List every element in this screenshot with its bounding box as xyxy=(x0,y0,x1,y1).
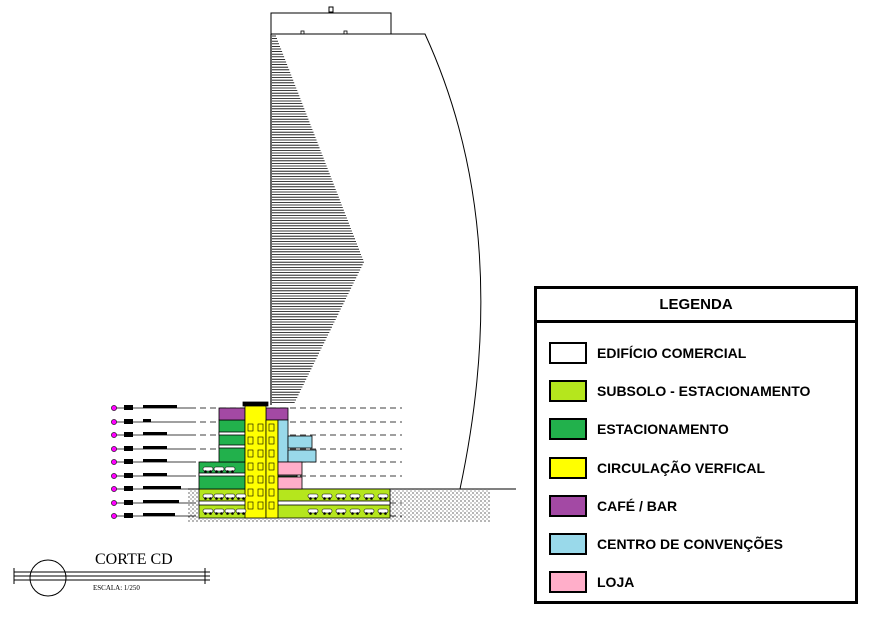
legend-label: CIRCULAÇÃO VERFICAL xyxy=(597,460,765,476)
legend-item: ESTACIONAMENTO xyxy=(549,417,729,441)
legend-label: LOJA xyxy=(597,574,635,590)
legend-item: LOJA xyxy=(549,570,634,594)
legend-item: CAFÉ / BAR xyxy=(549,494,677,518)
legend-swatch xyxy=(549,571,587,593)
legend-swatch xyxy=(549,495,587,517)
legend-label: SUBSOLO - ESTACIONAMENTO xyxy=(597,383,811,399)
legend-swatch xyxy=(549,457,587,479)
cafe-bar-block-2 xyxy=(265,407,289,421)
cafe-bar-block xyxy=(218,407,246,421)
legend-item: CENTRO DE CONVENÇÕES xyxy=(549,532,783,556)
legend-swatch xyxy=(549,342,587,364)
legend-box: LEGENDA EDIFÍCIO COMERCIAL SUBSOLO - ESTA… xyxy=(534,286,858,604)
commercial-tower xyxy=(270,6,482,490)
section-title-block: CORTE CD ESCALA: 1/250 xyxy=(10,548,220,600)
tower-facade-louvers xyxy=(272,35,364,404)
legend-swatch xyxy=(549,418,587,440)
legend-label: CENTRO DE CONVENÇÕES xyxy=(597,536,783,552)
legend-item: CIRCULAÇÃO VERFICAL xyxy=(549,456,765,480)
legend-label: ESTACIONAMENTO xyxy=(597,421,729,437)
legend-label: CAFÉ / BAR xyxy=(597,498,678,514)
parked-cars xyxy=(202,466,389,515)
section-scale: ESCALA: 1/250 xyxy=(93,584,140,592)
legend-item: EDIFÍCIO COMERCIAL xyxy=(549,341,746,365)
podium xyxy=(198,401,391,519)
legend-title: LEGENDA xyxy=(537,289,855,323)
section-title: CORTE CD xyxy=(95,551,173,568)
convention-block xyxy=(277,419,289,463)
level-markers xyxy=(111,405,181,519)
legend-item: SUBSOLO - ESTACIONAMENTO xyxy=(549,379,810,403)
vertical-circulation xyxy=(244,403,267,519)
legend-swatch xyxy=(549,380,587,402)
parking-upper-block xyxy=(218,419,246,463)
legend-label: EDIFÍCIO COMERCIAL xyxy=(597,345,747,361)
section-symbol xyxy=(13,559,210,597)
loja-block xyxy=(277,461,303,476)
legend-swatch xyxy=(549,533,587,555)
